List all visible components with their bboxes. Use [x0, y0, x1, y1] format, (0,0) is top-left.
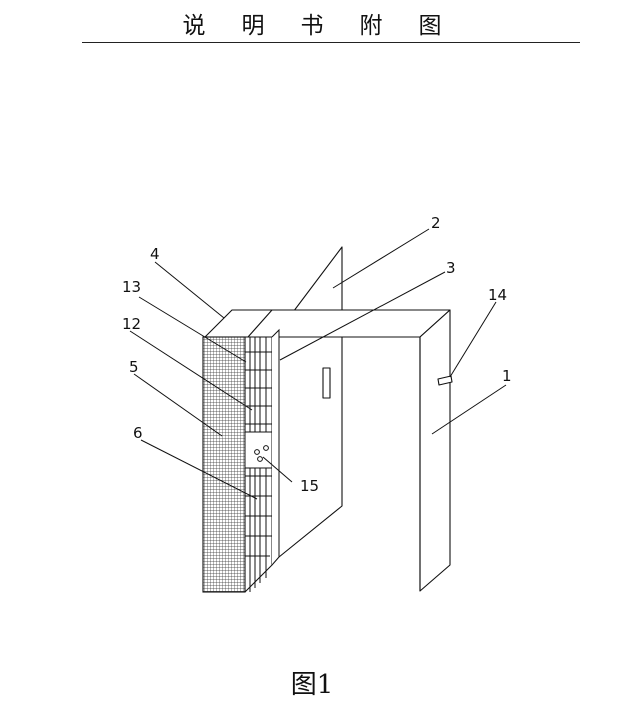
- label-13: 13: [122, 278, 141, 296]
- top-slab: [204, 309, 451, 338]
- label-5: 5: [129, 358, 139, 376]
- label-14: 14: [488, 286, 507, 304]
- label-4: 4: [150, 245, 160, 263]
- header-divider: [82, 42, 580, 43]
- leader-lines: [129, 228, 507, 500]
- figure-caption: 图1: [290, 670, 334, 700]
- label-6: 6: [133, 424, 143, 442]
- cage-bars: [244, 336, 273, 593]
- label-15: 15: [300, 477, 319, 495]
- label-2: 2: [431, 214, 441, 232]
- label-12: 12: [122, 315, 141, 333]
- page-title: 说明书附图: [182, 13, 478, 39]
- mesh-panel: [202, 336, 246, 593]
- label-3: 3: [446, 259, 456, 277]
- lock-part: [437, 375, 453, 386]
- right-leg: [419, 309, 451, 592]
- label-1: 1: [502, 367, 512, 385]
- side-handle: [322, 367, 331, 399]
- vertical-panel: [271, 246, 343, 558]
